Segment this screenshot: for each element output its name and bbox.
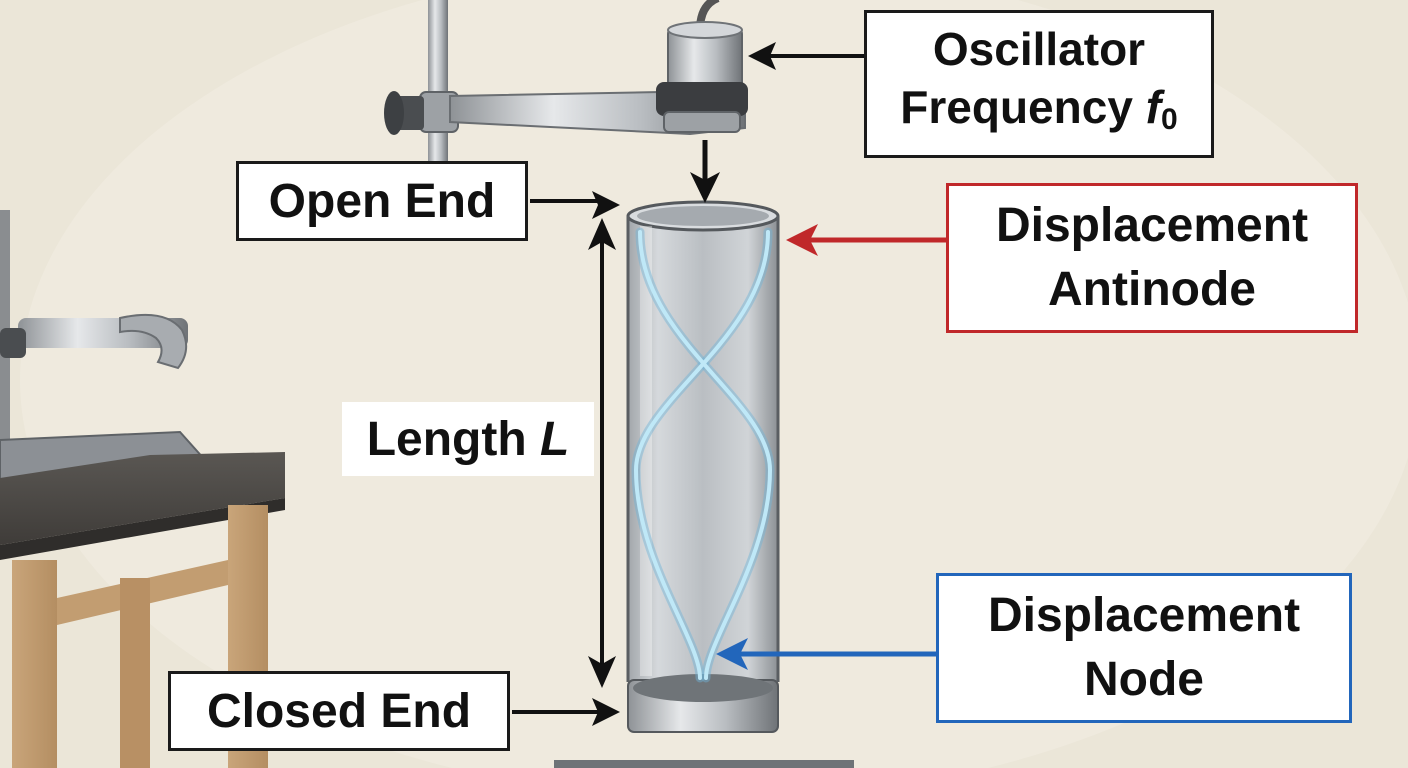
frequency-subscript: 0 (1161, 102, 1178, 136)
table (0, 452, 285, 768)
antinode-label-line1: Displacement (995, 199, 1309, 252)
open-end-label: Open End (236, 161, 528, 241)
annotation-arrows (512, 42, 946, 726)
oscillator-frequency-label: Oscillator Frequency f0 (864, 10, 1214, 158)
frequency-word: Frequency (900, 80, 1146, 133)
standing-wave (631, 227, 775, 683)
length-word: Length (366, 412, 540, 466)
length-label: Length L (342, 402, 594, 476)
length-symbol: L (539, 412, 570, 466)
node-label-line2: Node (1084, 653, 1204, 706)
closed-end-label: Closed End (168, 671, 510, 751)
node-label-line1: Displacement (987, 589, 1301, 642)
oscillator-device (656, 0, 748, 133)
oscillator-label-line1: Oscillator (932, 22, 1146, 75)
frequency-symbol: f (1145, 80, 1162, 133)
displacement-antinode-label: Displacement Antinode (946, 183, 1358, 333)
oscillator-label-line2: Frequency f0 (900, 78, 1177, 149)
antinode-label-line2: Antinode (1048, 263, 1256, 316)
base-plate (554, 760, 854, 768)
displacement-node-label: Displacement Node (936, 573, 1352, 723)
